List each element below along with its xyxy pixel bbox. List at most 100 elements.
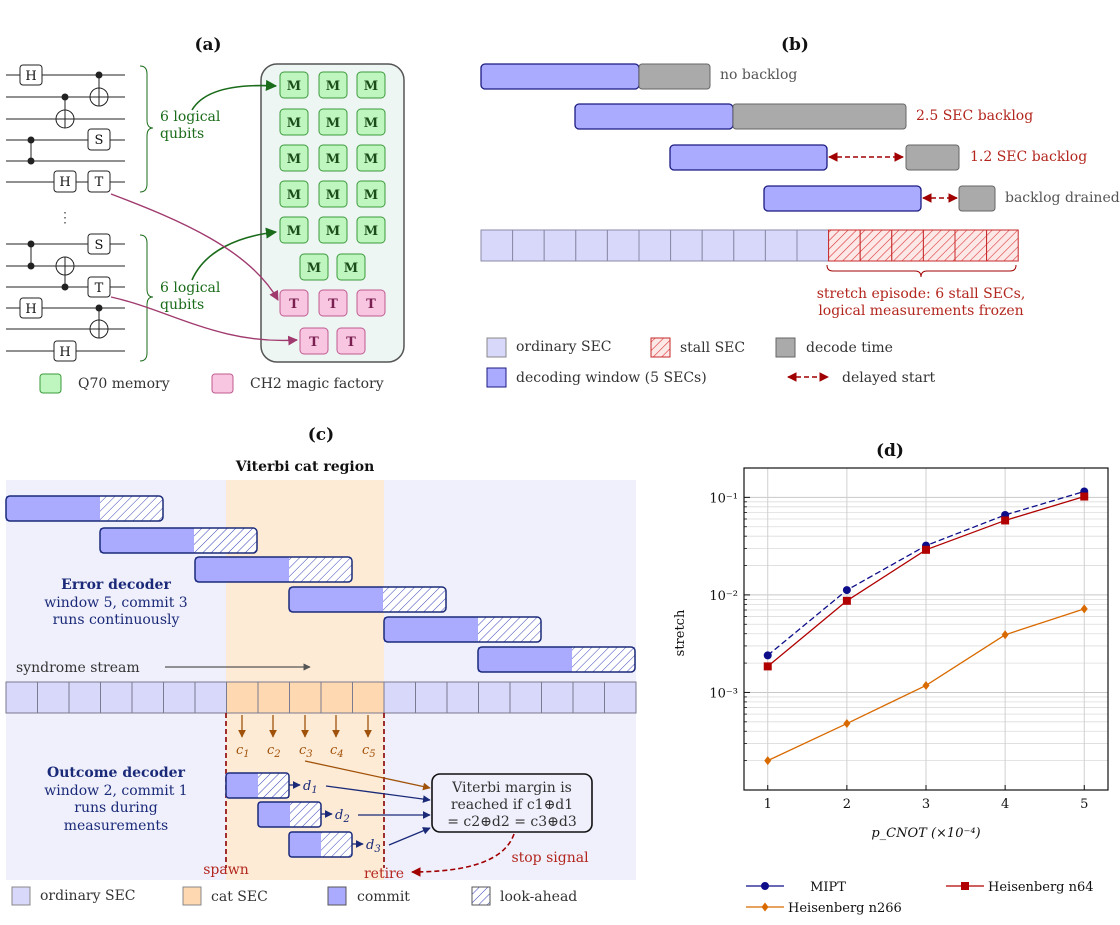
memory-cell: M xyxy=(356,180,386,208)
window-2 xyxy=(574,103,734,130)
svg-text:T: T xyxy=(95,175,104,190)
legend-memory: Q70 memory xyxy=(78,376,170,392)
window-outline xyxy=(383,616,542,643)
memory-cell-label: M xyxy=(326,188,340,203)
cat-sec xyxy=(257,681,290,714)
window-outline xyxy=(99,527,258,554)
window-1 xyxy=(480,63,640,90)
memory-cell-label: M xyxy=(307,261,321,276)
commit-part xyxy=(289,832,321,857)
spawn-label: spawn xyxy=(203,862,249,878)
ordinary-sec xyxy=(604,681,637,714)
commit-part xyxy=(6,496,100,521)
legend-decode: decode time xyxy=(806,340,893,356)
group-label-top-1: 6 logical xyxy=(160,109,221,125)
memory-cell-label: M xyxy=(344,261,358,276)
window-outline xyxy=(194,556,353,583)
factory-cell-label: T xyxy=(309,335,319,350)
c3-to-box-arrow xyxy=(304,760,431,791)
ordinary-sec xyxy=(163,681,196,714)
gate-h-4: H xyxy=(53,340,77,362)
syndrome-stream xyxy=(5,681,637,714)
memory-cell: M xyxy=(336,253,366,281)
error-decoder-line2: window 5, commit 3 xyxy=(44,595,187,611)
group-label-bottom-1: 6 logical xyxy=(160,280,221,296)
stream-label: syndrome stream xyxy=(16,660,140,676)
factory-cell-label: T xyxy=(346,335,356,350)
lookahead-part xyxy=(383,587,446,612)
memory-cell-label: M xyxy=(364,188,378,203)
svg-text:H: H xyxy=(59,345,70,360)
window-outline xyxy=(288,586,447,613)
brace-top xyxy=(139,65,154,193)
arrow-to-factory-1 xyxy=(110,193,279,301)
ordinary-sec xyxy=(131,681,164,714)
legend-window-swatch xyxy=(486,367,507,388)
ordinary-sec xyxy=(572,681,605,714)
legend-factory-swatch xyxy=(211,373,234,394)
group-label-bottom-2: qubits xyxy=(160,297,204,313)
window-4 xyxy=(763,185,922,212)
c-legend-cat-swatch xyxy=(182,886,202,906)
svg-text:H: H xyxy=(25,302,36,317)
memory-cell: M xyxy=(356,144,386,172)
outcome-window: d2 xyxy=(257,801,431,828)
data-point xyxy=(764,756,772,766)
ordinary-sec xyxy=(415,681,448,714)
panel-a: (a) H S H T ⋮ xyxy=(6,35,405,394)
legend-decode-swatch xyxy=(775,337,796,358)
decode-4 xyxy=(958,185,996,212)
error-decoder-window xyxy=(99,527,258,554)
memory-cell: M xyxy=(279,108,309,136)
row4-label: backlog drained xyxy=(1005,190,1120,206)
memory-cell: M xyxy=(356,108,386,136)
legend-item: Heisenberg n266 xyxy=(746,901,902,916)
memory-cell: M xyxy=(279,144,309,172)
ordinary-sec xyxy=(541,681,574,714)
ordinary-sec xyxy=(383,681,416,714)
y-axis-label: stretch xyxy=(673,609,688,656)
svg-text:S: S xyxy=(95,238,104,253)
error-decoder-windows xyxy=(5,495,636,673)
decode-3 xyxy=(905,144,960,171)
ordinary-sec xyxy=(509,681,542,714)
lookahead-part xyxy=(290,802,321,827)
panel-c-title: (c) xyxy=(308,425,334,445)
factory-cell: T xyxy=(318,289,348,317)
commit-part xyxy=(384,617,478,642)
factory-cell: T xyxy=(356,289,386,317)
factory-cell: T xyxy=(336,327,366,355)
cat-region-title: Viterbi cat region xyxy=(235,459,375,475)
window-outline xyxy=(5,495,164,522)
data-point xyxy=(1080,604,1088,614)
factory-cell: T xyxy=(299,327,329,355)
retire-label: retire xyxy=(364,866,404,882)
arrow-to-factory-2 xyxy=(110,296,298,346)
outcome-window: d1 xyxy=(225,772,431,803)
c-legend-ordinary: ordinary SEC xyxy=(40,888,136,904)
ordinary-sec xyxy=(606,229,640,262)
y-tick-label: 10⁻¹ xyxy=(709,491,738,506)
ordinary-sec xyxy=(733,229,766,262)
y-tick-label: 10⁻³ xyxy=(709,686,738,701)
legend-window: decoding window (5 SECs) xyxy=(516,370,707,386)
stall-sec xyxy=(891,229,924,262)
memory-cell: M xyxy=(356,71,386,99)
legend-label: Heisenberg n266 xyxy=(788,901,902,916)
data-point xyxy=(843,719,851,729)
error-decoder-window xyxy=(477,646,636,673)
memory-cell: M xyxy=(318,71,348,99)
cat-sec xyxy=(352,681,385,714)
legend-marker xyxy=(761,902,769,912)
row2-label: 2.5 SEC backlog xyxy=(916,108,1033,124)
outcome-decoder-line3: runs during xyxy=(74,800,158,816)
memory-cell-label: M xyxy=(287,152,301,167)
outcome-decoder-title: Outcome decoder xyxy=(47,765,186,781)
stall-sec xyxy=(986,229,1019,262)
panel-d-title: (d) xyxy=(876,441,904,461)
panel-b: (b) no backlog 2.5 SEC backlog 1.2 SEC b… xyxy=(480,35,1120,388)
d-to-box-arrow xyxy=(325,785,431,803)
